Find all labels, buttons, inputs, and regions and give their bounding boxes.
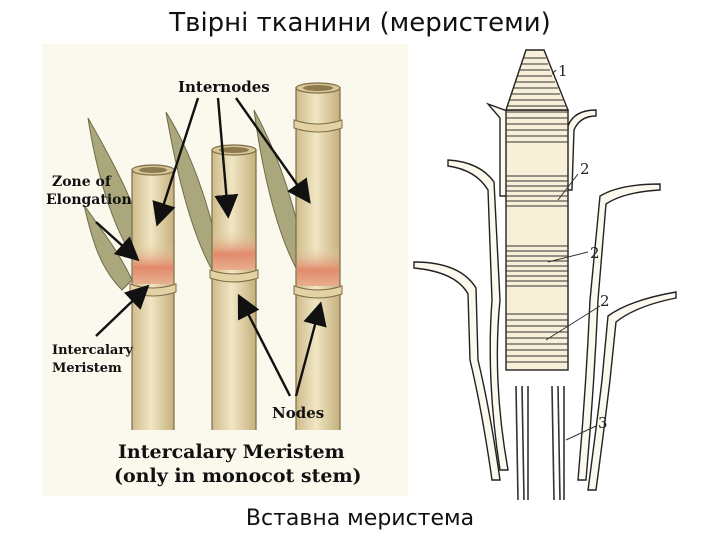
arrow-intercalary: [95, 284, 150, 337]
vascular-strands: [515, 385, 565, 501]
sheath-right-mid: [587, 291, 677, 491]
arrow-internodes-2: [214, 97, 239, 219]
sheath-left-outer: [447, 159, 509, 471]
right-figure-hatching: [506, 57, 601, 501]
left-caption-line2: (only in monocot stem): [114, 465, 362, 487]
stem-column: [505, 109, 569, 371]
label-2c: 2: [600, 292, 610, 310]
arrow-internodes-1: [152, 97, 200, 227]
right-figure: [413, 49, 677, 491]
apex-hatching: [506, 57, 568, 143]
label-2b: 2: [590, 244, 600, 262]
stem-3: [293, 82, 343, 491]
label-intercalary-line2: Meristem: [52, 361, 122, 376]
sheath-right-top: [565, 109, 597, 191]
label-3: 3: [598, 414, 608, 432]
band-1-hatching: [506, 175, 568, 207]
sheath-left-mid: [413, 261, 501, 481]
meristem-zone-1: [133, 242, 173, 284]
label-internodes: Internodes: [178, 78, 270, 96]
sheath-right-outer: [577, 183, 661, 481]
label-nodes: Nodes: [272, 404, 324, 422]
leader-lines: [545, 69, 601, 441]
slide-title: Твірні тканини (меристеми): [169, 8, 551, 38]
arrow-nodes-1: [237, 293, 292, 397]
slide-caption: Вставна меристема: [245, 506, 475, 531]
arrow-internodes-3: [235, 97, 311, 204]
meristem-zone-2: [213, 230, 255, 270]
label-2a: 2: [580, 160, 590, 178]
meristem-zone-3: [297, 246, 339, 286]
label-zone-line2: Elongation: [46, 192, 132, 208]
arrow-zone: [95, 221, 140, 262]
arrow-nodes-2: [294, 301, 327, 397]
left-figure: Internodes Zone of Elongation Intercalar…: [42, 44, 408, 496]
label-1: 1: [558, 62, 568, 80]
label-zone-line1: Zone of: [52, 174, 112, 190]
label-intercalary-line1: Intercalary: [52, 343, 133, 358]
band-3-hatching: [506, 313, 568, 363]
stem-apex: [505, 49, 570, 111]
band-2-hatching: [506, 245, 568, 287]
left-caption-line1: Intercalary Meristem: [118, 441, 345, 463]
